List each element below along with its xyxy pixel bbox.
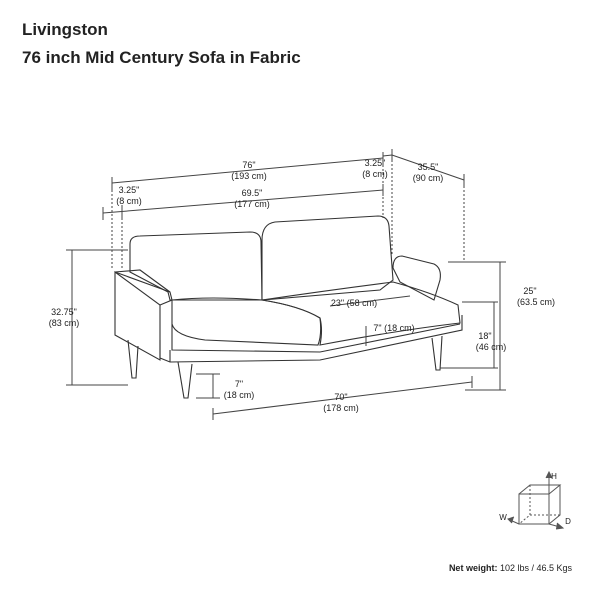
height-dimension-line [66,249,128,386]
seat-height-dimension-line [440,301,498,369]
leg-front-right [431,335,443,371]
depth-label-cm: (90 cm) [413,173,444,183]
arm-width-right-line [382,149,393,256]
height-label-in: 32.75" [51,307,77,317]
arm-right-label-cm: (8 cm) [362,169,388,179]
cushion-height-label: 7" (18 cm) [373,323,414,333]
net-weight: Net weight: 102 lbs / 46.5 Kgs [449,563,572,573]
sofa-illustration [114,215,463,399]
seat-depth-label: 23" (58 cm) [331,298,377,308]
leg-height-label-in: 7" [235,379,243,389]
orientation-cube-icon [507,470,565,530]
leg-span-dimension-line [212,376,473,420]
seat-cushion-left [171,297,322,346]
inner-width-dimension-line [102,184,384,268]
leg-height-label-cm: (18 cm) [224,390,255,400]
sofa-base [159,315,463,363]
seat-height-label-cm: (46 cm) [476,342,507,352]
seat-depth-dimension-line [329,295,411,307]
net-weight-label: Net weight: [448,563,498,573]
left-arm [114,270,161,361]
width-label-cm: (193 cm) [231,171,267,181]
arm-left-label-in: 3.25" [119,185,140,195]
leg-back-left [127,339,139,379]
arm-height-label-in: 25" [523,286,536,296]
inner-width-label-in: 69.5" [242,188,263,198]
axis-width-label: W [499,513,507,522]
depth-dimension-line [391,154,465,262]
leg-span-label-cm: (178 cm) [323,403,359,413]
axis-height-label: H [551,472,557,481]
product-title: 76 inch Mid Century Sofa in Fabric [22,48,301,67]
leg-span-label-in: 70" [334,392,347,402]
leg-front-left [177,361,193,399]
height-label-cm: (83 cm) [49,318,80,328]
arm-height-label-cm: (63.5 cm) [517,297,555,307]
arm-left-label-cm: (8 cm) [116,196,142,206]
net-weight-value: 102 lbs / 46.5 Kgs [497,563,572,573]
leg-height-dimension-line [196,373,220,399]
inner-width-label-cm: (177 cm) [234,199,270,209]
depth-label-in: 35.5" [418,162,439,172]
back-cushion-left [129,231,263,301]
width-label-in: 76" [242,160,255,170]
seat-cushion-right [261,281,461,346]
brand-name: Livingston [22,20,108,39]
seat-height-label-in: 18" [478,331,491,341]
arm-height-dimension-line [448,261,506,391]
arm-right-label-in: 3.25" [365,158,386,168]
back-cushion-right [261,215,394,301]
right-arm [392,255,441,301]
width-dimension-line [111,152,384,270]
axis-depth-label: D [565,517,571,526]
